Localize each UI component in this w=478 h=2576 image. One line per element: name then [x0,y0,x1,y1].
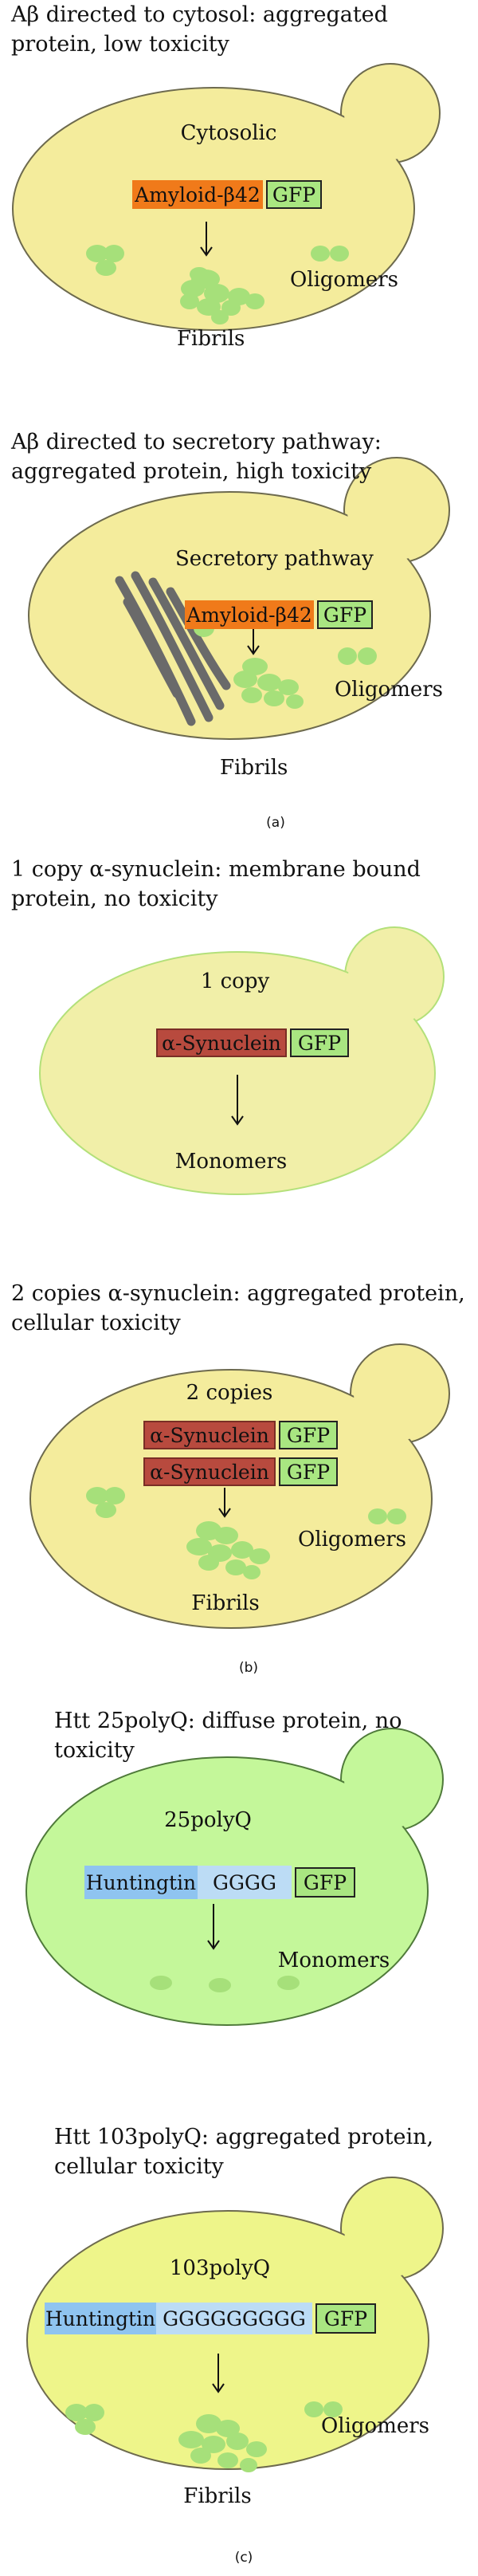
heading-htt-103polyq: Htt 103polyQ: aggregated protein, cellul… [54,2125,434,2179]
huntingtin-box: Huntingtin [45,2303,156,2334]
compartment-label: 2 copies [186,1381,273,1405]
compartment-label: Cytosolic [180,121,277,145]
oligomers-label: Oligomers [320,2414,430,2438]
panel-caption-a: (a) [266,815,285,831]
gfp-tag-box: GFP [295,1867,355,1898]
gfp-tag-box: GFP [317,600,373,629]
monomers-label: Monomers [277,1949,390,1972]
fibril-aggregate [180,267,264,324]
oligomer-cluster-right [338,647,377,665]
panel-caption-c: (c) [234,2550,253,2566]
fibril-aggregate [233,658,304,709]
oligomer-cluster-right [311,246,349,262]
compartment-label: 25polyQ [164,1808,252,1832]
polyq-repeat-box: GGGG [198,1866,292,1899]
fibrils-label: Fibrils [220,756,288,780]
alpha-synuclein-box: α-Synuclein [156,1028,287,1057]
heading-htt-25polyq: Htt 25polyQ: diffuse protein, no toxicit… [54,1709,402,1763]
panel-caption-b: (b) [238,1660,259,1676]
arrow-down [200,222,213,257]
gfp-tag-box: GFP [279,1421,338,1449]
polyq-repeat-box: GGGGGGGGG [156,2303,312,2334]
alpha-synuclein-box-2: α-Synuclein [143,1457,276,1486]
oligomers-label: Oligomers [334,678,444,702]
arrow-down [218,1488,231,1518]
fibrils-label: Fibrils [183,2484,252,2508]
heading-abeta-secretory: Aβ directed to secretory pathway: aggreg… [11,430,382,484]
compartment-label: 1 copy [200,969,270,993]
amyloid-beta42-box: Amyloid-β42 [185,600,314,629]
compartment-label: Secretory pathway [175,547,374,571]
fibrils-label: Fibrils [191,1591,260,1615]
monomer-spots [150,1976,300,1992]
arrow-down [231,1075,244,1126]
heading-synuclein-one-copy: 1 copy α-synuclein: membrane bound prote… [11,857,421,911]
heading-abeta-cytosol: Aβ directed to cytosol: aggregated prote… [11,2,388,57]
oligomers-label: Oligomers [297,1528,407,1551]
huntingtin-box: Huntingtin [84,1866,198,1899]
amyloid-beta42-box: Amyloid-β42 [132,180,263,209]
golgi-apparatus [115,571,231,726]
fibrils-label: Fibrils [177,327,245,351]
gfp-tag-box: GFP [266,180,322,209]
compartment-label: 103polyQ [169,2256,271,2280]
fibril-aggregate [186,1521,270,1579]
oligomer-cluster-left [86,1487,125,1518]
fibril-aggregate [178,2414,267,2472]
oligomer-cluster-left [86,245,124,276]
monomers-label: Monomers [174,1150,288,1174]
alpha-synuclein-box: α-Synuclein [143,1421,276,1449]
oligomers-label: Oligomers [289,268,399,292]
oligomer-cluster-left [65,2404,104,2435]
arrow-down [212,2354,225,2393]
heading-synuclein-two-copies: 2 copies α-synuclein: aggregated protein… [11,1281,465,1335]
gfp-tag-box: GFP [315,2303,376,2334]
arrow-down [207,1904,220,1950]
yeast-cell-one-copy [39,926,445,1195]
oligomer-cluster-right [304,2401,343,2417]
gfp-tag-box: GFP [290,1028,349,1057]
gfp-tag-box-2: GFP [279,1457,338,1486]
oligomer-cluster-right [368,1508,406,1524]
